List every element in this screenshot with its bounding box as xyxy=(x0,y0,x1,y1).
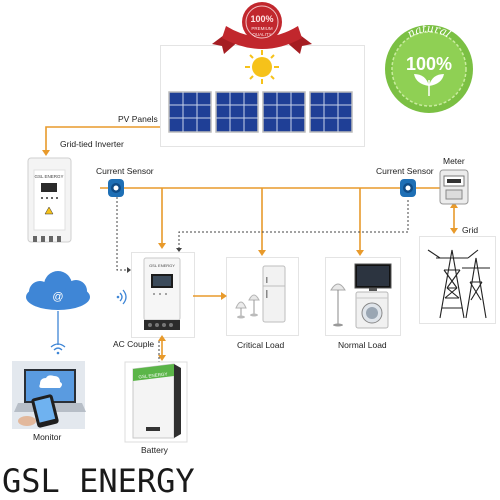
grid-tied-inverter: GSL ENERGY xyxy=(27,157,72,243)
power-lines xyxy=(45,126,455,356)
monitor-devices-image xyxy=(12,361,86,429)
battery-unit: GSL ENERGY xyxy=(124,361,188,443)
critical-load-label: Critical Load xyxy=(237,340,285,350)
svg-text:QUALITY: QUALITY xyxy=(252,32,271,37)
monitor-label: Monitor xyxy=(33,432,62,442)
grid-tower-icon xyxy=(427,249,490,319)
current-sensor-left-icon xyxy=(108,179,124,197)
svg-text:PREMIUM: PREMIUM xyxy=(251,26,273,31)
ac-couple-label: AC Couple xyxy=(113,339,155,349)
current-sensor-right-icon xyxy=(400,179,416,197)
premium-quality-badge: 100% PREMIUM QUALITY xyxy=(212,2,312,54)
meter-icon xyxy=(439,169,469,205)
wifi-icon-monitor xyxy=(50,343,66,351)
cloud-icon: @ xyxy=(26,271,90,310)
grid-tied-inverter-label: Grid-tied Inverter xyxy=(60,139,124,149)
pv-to-inverter-line xyxy=(45,126,160,151)
floor-lamp-icon xyxy=(330,283,346,327)
meter-label: Meter xyxy=(443,156,465,166)
svg-text:GSL ENERGY: GSL ENERGY xyxy=(34,174,63,179)
ac-couple-inverter: GSL ENERGY xyxy=(143,257,181,330)
washing-machine-icon xyxy=(355,291,389,329)
pv-panels-label: PV Panels xyxy=(118,114,158,124)
refrigerator-icon xyxy=(262,265,286,323)
svg-text:100%: 100% xyxy=(406,54,452,74)
brand-footer: GSL ENERGY xyxy=(2,462,195,500)
current-sensor-left-label: Current Sensor xyxy=(96,166,154,176)
arrowheads xyxy=(42,150,458,361)
leaf-icon xyxy=(414,74,444,97)
natural-badge: natural 100% xyxy=(385,22,473,113)
svg-text:100%: 100% xyxy=(250,14,273,24)
pv-panels xyxy=(168,91,353,133)
current-sensor-right-label: Current Sensor xyxy=(376,166,434,176)
svg-text:@: @ xyxy=(52,291,63,303)
wifi-icon-cloud xyxy=(119,289,127,305)
svg-text:GSL ENERGY: GSL ENERGY xyxy=(149,263,175,268)
grid-label: Grid xyxy=(462,225,479,235)
lamp-icon xyxy=(235,294,260,319)
normal-load-label: Normal Load xyxy=(338,340,387,350)
television-icon xyxy=(354,263,392,291)
svg-text:GSL ENERGY: GSL ENERGY xyxy=(138,371,167,379)
sun-icon xyxy=(245,50,279,84)
battery-label: Battery xyxy=(141,445,168,455)
